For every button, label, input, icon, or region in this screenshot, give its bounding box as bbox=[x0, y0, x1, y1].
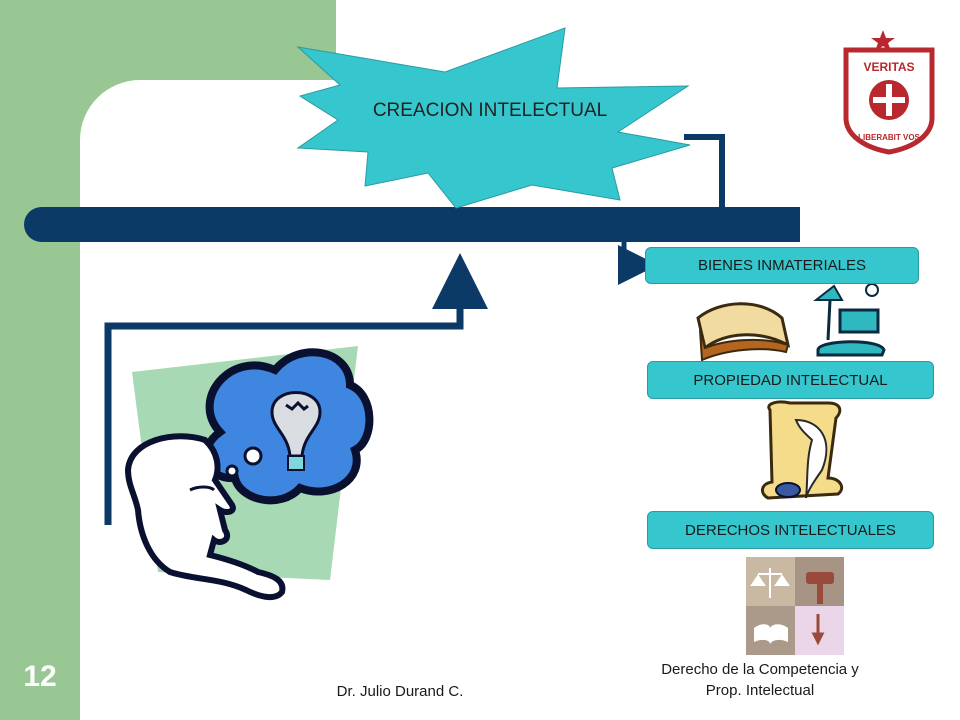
university-seal-logo: VERITAS LIBERABIT VOS bbox=[843, 30, 935, 155]
top-green-band bbox=[80, 0, 336, 80]
box-propiedad-intelectual: PROPIEDAD INTELECTUAL bbox=[647, 361, 934, 399]
footer-course: Derecho de la Competencia y Prop. Intele… bbox=[600, 659, 920, 701]
scroll-quill-illustration bbox=[761, 400, 844, 500]
justice-icon-panel bbox=[746, 557, 844, 655]
bienes-connector bbox=[618, 240, 658, 285]
footer-author: Dr. Julio Durand C. bbox=[336, 683, 464, 700]
seal-bottom-text: LIBERABIT VOS bbox=[858, 133, 920, 142]
person-connector bbox=[104, 253, 488, 525]
box-propiedad-label: PROPIEDAD INTELECTUAL bbox=[693, 371, 888, 389]
footer-course-line1: Derecho de la Competencia y bbox=[661, 661, 859, 678]
seal-top-text: VERITAS bbox=[863, 60, 914, 74]
thinking-person-illustration bbox=[124, 346, 374, 600]
footer-course-line2: Prop. Intelectual bbox=[705, 682, 815, 699]
timeline-bar bbox=[24, 207, 800, 242]
burst-shape bbox=[296, 27, 691, 209]
box-derechos-label: DERECHOS INTELECTUALES bbox=[685, 521, 896, 539]
rounded-corner bbox=[80, 80, 200, 200]
slide-number: 12 bbox=[23, 660, 57, 693]
box-bienes-inmateriales: BIENES INMATERIALES bbox=[645, 247, 919, 284]
left-green-band bbox=[0, 0, 80, 720]
box-bienes-label: BIENES INMATERIALES bbox=[697, 257, 867, 274]
box-derechos-intelectuales: DERECHOS INTELECTUALES bbox=[647, 511, 934, 549]
burst-connector bbox=[684, 134, 725, 210]
burst-label: CREACION INTELECTUAL bbox=[372, 100, 608, 121]
book-typewriter-illustration bbox=[696, 283, 886, 362]
